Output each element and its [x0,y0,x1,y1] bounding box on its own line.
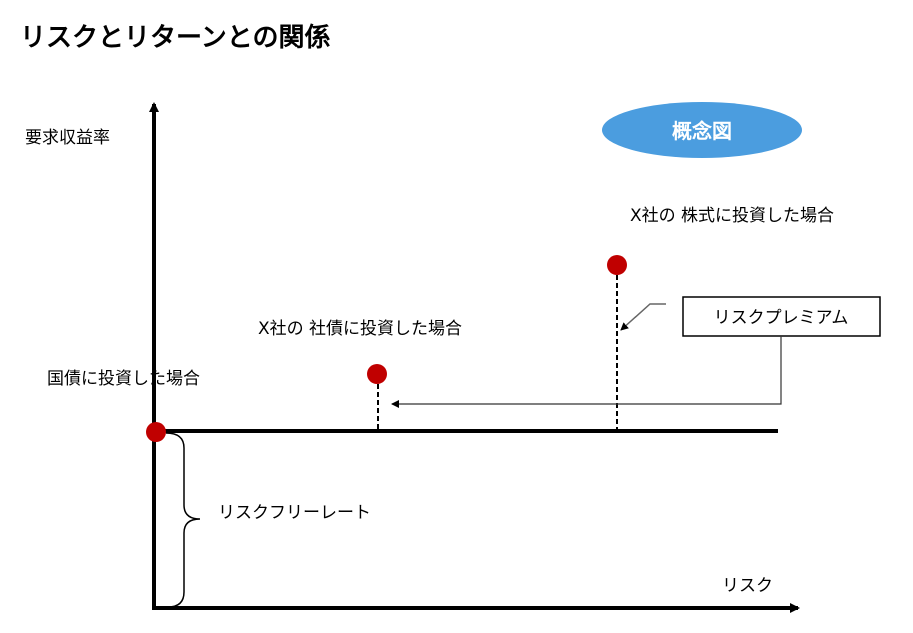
x-axis-label: リスク [722,576,773,596]
concept-badge-label: 概念図 [672,119,732,143]
y-axis-label: 要求収益率 [25,128,110,148]
stock-label: X社の 株式に投資した場合 [630,206,834,226]
government-bond-point [146,422,166,442]
page-title: リスクとリターンとの関係 [20,23,330,53]
corporate-bond-point [367,364,387,384]
risk-premium-box: リスクプレミアム [682,296,881,337]
callout-pointer-arrow [620,303,666,331]
stock-point [607,255,627,275]
risk-free-brace [165,432,201,608]
risk-free-rate-label: リスクフリーレート [218,503,371,523]
risk-premium-label: リスクプレミアム [714,308,849,328]
corporate-bond-label: X社の 社債に投資した場合 [258,319,462,339]
risk-premium-connector-arrow [391,336,782,408]
concept-badge: 概念図 [602,102,802,158]
government-bond-label: 国債に投資した場合 [47,369,200,389]
